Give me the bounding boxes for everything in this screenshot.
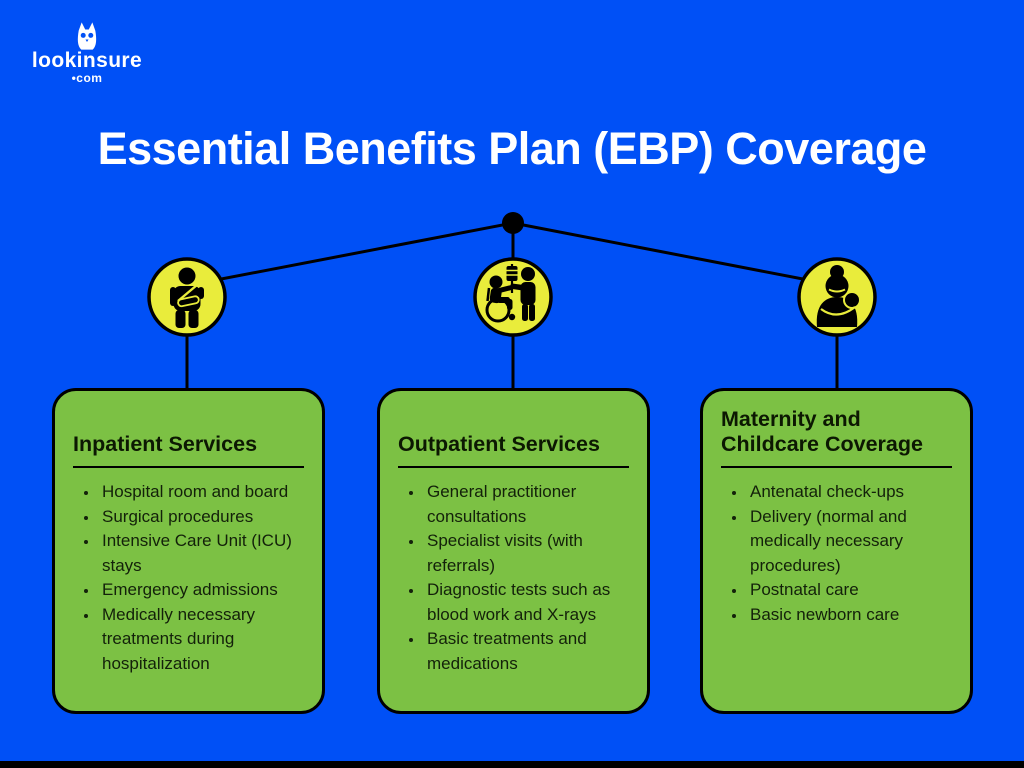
title-underline (398, 466, 629, 468)
card-title: Maternity and Childcare Coverage (721, 407, 923, 456)
benefit-item: Diagnostic tests such as blood work and … (424, 578, 635, 627)
card-title: Outpatient Services (398, 432, 600, 456)
owl-icon (77, 22, 97, 50)
benefit-item: Antenatal check-ups (747, 480, 958, 505)
logo: lookinsure •com (28, 20, 146, 85)
logo-suffix: •com (71, 71, 103, 85)
benefit-item: Basic treatments and medications (424, 627, 635, 676)
patient-arm-sling-icon (147, 257, 227, 337)
card-title: Inpatient Services (73, 432, 258, 456)
bottom-bar (0, 761, 1024, 768)
benefit-list: Hospital room and board Surgical procedu… (73, 480, 310, 676)
benefit-item: Hospital room and board (99, 480, 310, 505)
logo-name: lookinsure (31, 49, 143, 72)
benefit-item: General practitioner consultations (424, 480, 635, 529)
mother-and-baby-icon (797, 257, 877, 337)
card-inpatient-services: Inpatient Services Hospital room and boa… (52, 388, 325, 714)
wheelchair-patient-caregiver-icon (473, 257, 553, 337)
root-node-dot (502, 212, 524, 234)
benefit-item: Intensive Care Unit (ICU) stays (99, 529, 310, 578)
benefit-item: Emergency admissions (99, 578, 310, 603)
benefit-list: Antenatal check-ups Delivery (normal and… (721, 480, 958, 627)
benefit-item: Delivery (normal and medically necessary… (747, 505, 958, 579)
card-outpatient-services: Outpatient Services General practitioner… (377, 388, 650, 714)
benefit-item: Surgical procedures (99, 505, 310, 530)
page-title: Essential Benefits Plan (EBP) Coverage (97, 123, 927, 174)
benefit-list: General practitioner consultations Speci… (398, 480, 635, 676)
title-underline (721, 466, 952, 468)
benefit-item: Postnatal care (747, 578, 958, 603)
benefit-item: Basic newborn care (747, 603, 958, 628)
connector-lines (185, 221, 839, 390)
title-underline (73, 466, 304, 468)
card-maternity-childcare-coverage: Maternity and Childcare Coverage Antenat… (700, 388, 973, 714)
benefit-item: Medically necessary treatments during ho… (99, 603, 310, 677)
benefit-item: Specialist visits (with referrals) (424, 529, 635, 578)
